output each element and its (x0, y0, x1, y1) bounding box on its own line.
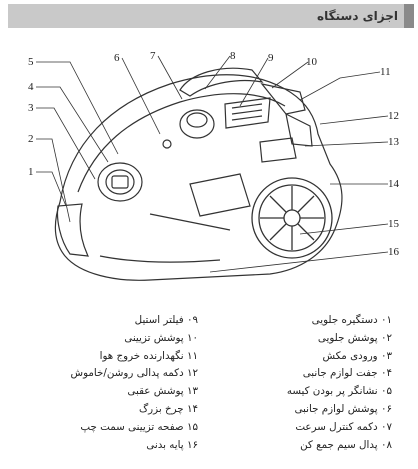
vacuum-cleaner-diagram: 1 2 3 4 5 6 7 8 9 10 11 12 13 14 15 16 (0, 34, 418, 302)
callout-16: 16 (388, 246, 400, 258)
suction-inlet (97, 162, 143, 202)
part-item: ۰۳ ورودی مکش (322, 349, 392, 362)
callout-11: 11 (380, 66, 391, 78)
part-item: ۰۷ دکمه کنترل سرعت (295, 420, 392, 433)
callout-1: 1 (28, 166, 34, 178)
callout-15: 15 (388, 218, 400, 230)
callout-13: 13 (388, 136, 400, 148)
callout-6: 6 (114, 52, 120, 64)
callout-lines (36, 55, 389, 273)
part-item: ۰۱ دستگیره جلویی (311, 314, 392, 326)
callout-7: 7 (150, 50, 156, 62)
part-item: ۱۳ پوشش عقبی (127, 385, 198, 398)
header-accent-bar (404, 4, 414, 28)
callout-4: 4 (28, 81, 34, 93)
callout-10: 10 (306, 56, 318, 68)
callout-2: 2 (28, 133, 34, 145)
part-item: ۱۰ پوشش تزیینی (124, 331, 198, 344)
speed-control-dial (162, 109, 215, 149)
callout-5: 5 (28, 56, 34, 68)
part-item: ۱۲ دکمه پدالی روشن/خاموش (70, 367, 198, 380)
part-item: ۱۴ چرخ بزرگ (138, 402, 198, 415)
callout-9: 9 (268, 52, 274, 64)
part-item: ۱۶ پایه بدنی (146, 438, 198, 451)
vacuum-body (54, 67, 343, 281)
part-item: ۰۸ پدال سیم جمع کن (300, 438, 392, 451)
section-header: اجزای دستگاه (8, 4, 414, 28)
callout-3: 3 (28, 102, 34, 114)
part-item: ۰۴ جفت لوازم جانبی (302, 367, 392, 380)
section-title: اجزای دستگاه (317, 9, 398, 23)
vacuum-illustration: 1 2 3 4 5 6 7 8 9 10 11 12 13 14 15 16 (28, 50, 400, 281)
part-item: ۱۱ نگهدارنده خروج هوا (99, 349, 198, 362)
parts-list-right: ۰۱ دستگیره جلویی ۰۲ پوشش جلویی ۰۳ ورودی … (192, 312, 392, 454)
part-item: ۱۵ صفحه تزیینی سمت چپ (80, 420, 198, 433)
callout-12: 12 (388, 110, 399, 122)
part-item: ۰۵ نشانگر پر بودن کیسه (286, 385, 392, 398)
callout-8: 8 (230, 50, 236, 62)
part-item: ۰۲ پوشش جلویی (317, 331, 392, 344)
part-item: ۰۹ فیلتر استیل (134, 314, 198, 326)
callout-14: 14 (388, 178, 400, 190)
part-item: ۰۶ پوشش لوازم جانبی (294, 402, 392, 415)
large-wheel (251, 177, 333, 259)
parts-list-left: ۰۹ فیلتر استیل ۱۰ پوشش تزیینی ۱۱ نگهدارن… (0, 312, 198, 454)
